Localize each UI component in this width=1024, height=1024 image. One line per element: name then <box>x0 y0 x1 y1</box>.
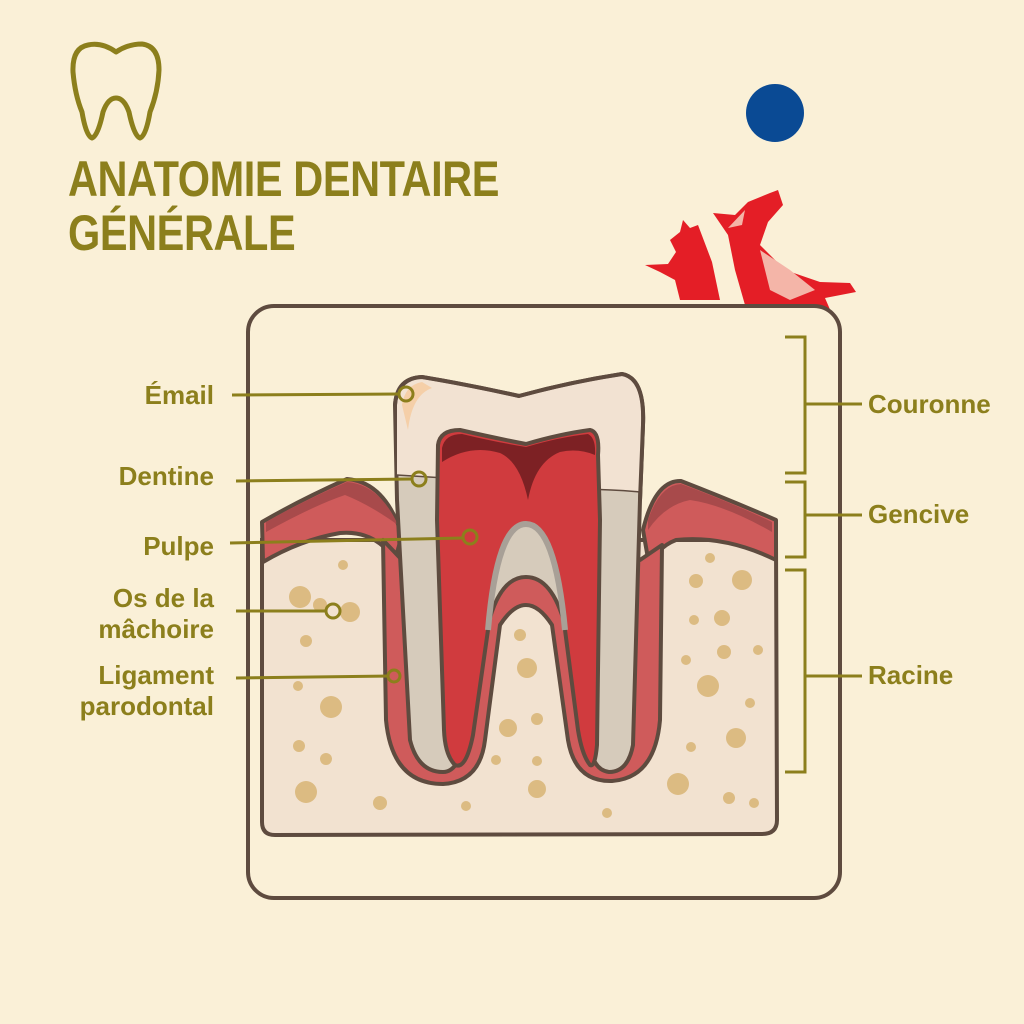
label-os-line2: mâchoire <box>98 614 214 644</box>
logo-dog-highlight <box>728 210 815 300</box>
logo-ball <box>746 84 804 142</box>
label-racine: Racine <box>868 660 954 690</box>
logo-cat <box>645 220 720 300</box>
enamel-highlight <box>402 382 432 430</box>
label-couronne: Couronne <box>868 389 991 419</box>
crown-outline <box>393 371 646 501</box>
tooth-pulp <box>435 428 602 768</box>
gum-left-top <box>266 482 398 532</box>
pulp-horn-dark <box>442 434 596 500</box>
label-ligament-line1: Ligament <box>98 660 214 690</box>
label-pulpe: Pulpe <box>143 531 214 561</box>
label-os-line1: Os de la <box>112 583 214 613</box>
logo-dog <box>713 190 856 330</box>
logo <box>645 84 856 330</box>
label-dentine: Dentine <box>118 461 214 491</box>
gum-right-top <box>648 484 772 532</box>
bone-spots <box>289 553 763 818</box>
tooth-icon <box>70 41 162 141</box>
inner-dentin-arch <box>485 520 568 631</box>
label-ligament-parodontal: Ligament parodontal <box>80 660 214 722</box>
label-os-machoire: Os de la mâchoire <box>98 583 214 645</box>
label-ligament-line2: parodontal <box>79 691 214 721</box>
title-line-1: ANATOMIE DENTAIRE <box>68 151 500 207</box>
leader-lines <box>229 335 862 774</box>
title-line-2: GÉNÉRALE <box>68 205 296 261</box>
label-email: Émail <box>144 380 214 410</box>
page-title: ANATOMIE DENTAIRE GÉNÉRALE <box>68 152 499 260</box>
label-gencive: Gencive <box>868 499 970 529</box>
